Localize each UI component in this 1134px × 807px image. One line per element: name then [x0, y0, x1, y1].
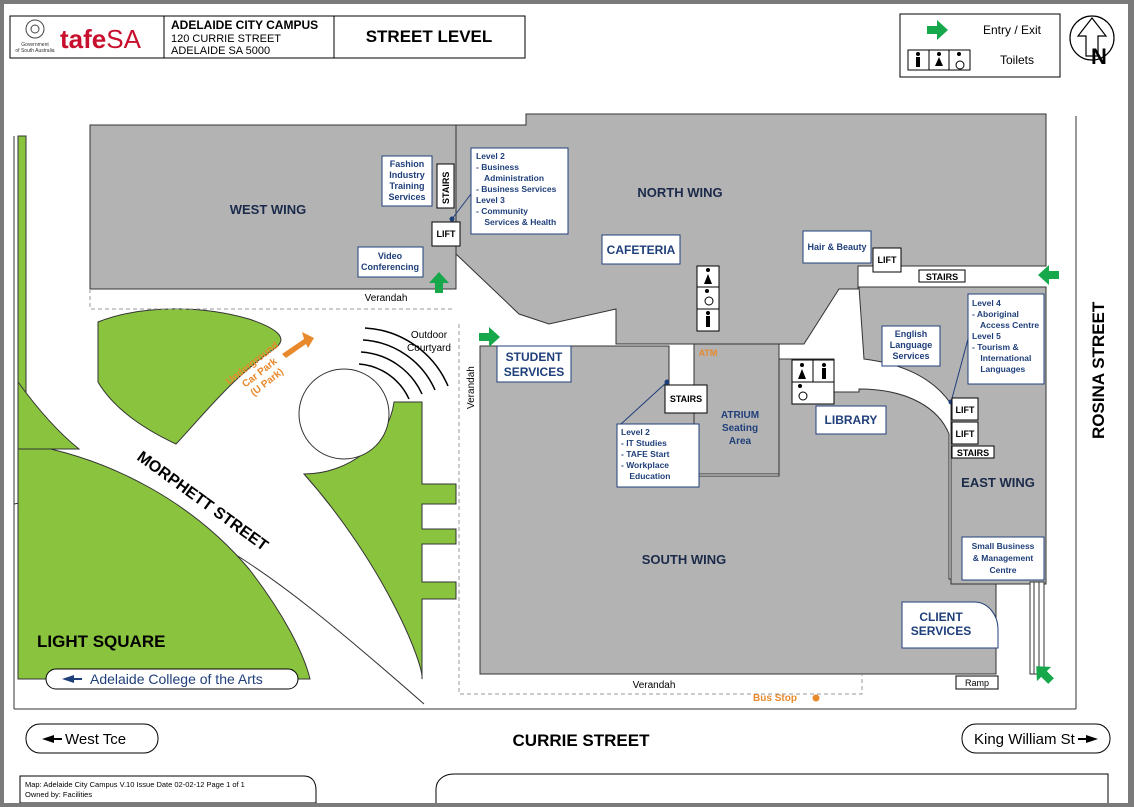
verandah-west-label: Verandah [365, 293, 408, 304]
north-toilets [696, 265, 720, 332]
svg-text:Adelaide College of the Arts: Adelaide College of the Arts [90, 671, 263, 687]
svg-text:Hair & Beauty: Hair & Beauty [807, 242, 866, 252]
north-wing-building [455, 113, 1047, 345]
currie-street-label: CURRIE STREET [513, 731, 651, 750]
south-levels-box: Level 2- IT Studies- TAFE Start- Workpla… [616, 423, 700, 488]
address-line-1: 120 CURRIE STREET [171, 33, 281, 45]
north-lift: LIFT [872, 247, 902, 273]
svg-text:CAFETERIA: CAFETERIA [607, 243, 676, 257]
footer-box [19, 775, 317, 803]
svg-text:Ramp: Ramp [965, 678, 989, 688]
south-wing-label: SOUTH WING [642, 552, 727, 567]
light-square-label: LIGHT SQUARE [37, 632, 165, 651]
svg-text:Level 2- Business Administrat: Level 2- Business Administration- Busine… [476, 151, 557, 227]
ramp-structure [1029, 581, 1045, 675]
west-levels-box: Level 2- Business Administration- Busine… [470, 147, 569, 235]
rosina-street-label: ROSINA STREET [1089, 301, 1108, 439]
west-lift: LIFT [431, 221, 461, 247]
bus-stop-label: Bus Stop [753, 693, 797, 704]
west-wing-label: WEST WING [230, 202, 307, 217]
cafeteria-box[interactable]: CAFETERIA [601, 234, 681, 265]
east-wing-label: EAST WING [961, 475, 1035, 490]
svg-text:West Tce: West Tce [65, 731, 126, 748]
svg-text:STAIRS: STAIRS [957, 448, 989, 458]
svg-text:King William St: King William St [974, 731, 1076, 748]
svg-text:STAIRS: STAIRS [441, 172, 451, 204]
gov-text-1: Government [21, 42, 49, 48]
svg-text:LIFT: LIFT [956, 405, 975, 415]
svg-text:STAIRS: STAIRS [926, 272, 958, 282]
south-toilets [791, 359, 835, 405]
atm-label: ATM [699, 348, 718, 358]
west-tce-link[interactable]: West Tce [25, 723, 159, 754]
arrow-left-icon [62, 675, 82, 683]
entry-student-arrow-icon [479, 327, 500, 347]
verandah-side-label: Verandah [466, 366, 477, 409]
north-label: N [1091, 44, 1107, 69]
courtyard-arcs [358, 327, 449, 400]
tafe-logo: tafeSA [60, 24, 142, 54]
gov-text-2: of South Australia [15, 48, 54, 54]
legend-entry-exit: Entry / Exit [983, 23, 1042, 37]
east-stairs: STAIRS [951, 445, 995, 459]
light-square-green [17, 135, 311, 680]
arrow-left-icon [42, 735, 62, 743]
east-lifts: LIFT LIFT [951, 397, 979, 445]
entry-rosina-arrow-icon [1038, 265, 1059, 285]
arrow-right-icon [1078, 735, 1098, 743]
verandah-west-dash [89, 289, 454, 310]
legend-toilets: Toilets [1000, 53, 1034, 67]
level-title: STREET LEVEL [366, 27, 493, 46]
north-wing-label: NORTH WING [637, 185, 722, 200]
king-william-link[interactable]: King William St [961, 723, 1111, 754]
college-arts-link[interactable]: Adelaide College of the Arts [45, 668, 299, 690]
footer-right-frame [435, 773, 1109, 803]
svg-text:LIFT: LIFT [956, 429, 975, 439]
west-stairs: STAIRS [436, 163, 455, 209]
footer-owned-by: Owned by: Facilities [25, 790, 92, 799]
south-stairs: STAIRS [664, 384, 708, 414]
campus-map: Government of South Australia tafeSA ADE… [9, 13, 1115, 803]
svg-text:Level 2- IT Studies- TAFE Star: Level 2- IT Studies- TAFE Start- Workpla… [621, 427, 670, 481]
verandah-south-dash [458, 324, 863, 695]
svg-text:LIBRARY: LIBRARY [825, 413, 878, 427]
footer-map-info: Map: Adelaide City Campus V.10 Issue Dat… [25, 780, 245, 789]
address-line-2: ADELAIDE SA 5000 [171, 45, 270, 57]
green-west-triangle [17, 380, 81, 450]
library-box[interactable]: LIBRARY [815, 405, 887, 435]
courtyard-roundabout [298, 368, 390, 460]
verandah-south-label: Verandah [633, 680, 676, 691]
campus-name: ADELAIDE CITY CAMPUS [171, 18, 318, 32]
car-park-arrow-icon [282, 332, 314, 358]
svg-text:LIFT: LIFT [437, 229, 456, 239]
hair-beauty-box[interactable]: Hair & Beauty [802, 230, 872, 264]
map-page: Government of South Australia tafeSA ADE… [4, 4, 1128, 803]
north-stairs: STAIRS [918, 269, 966, 283]
header-box [9, 15, 526, 59]
government-crest-icon [25, 19, 45, 39]
toilets-icon [907, 49, 971, 71]
ramp-label-box: Ramp [955, 675, 999, 690]
bus-stop-icon [812, 694, 820, 702]
north-arrow-icon [1069, 15, 1115, 61]
svg-text:LIFT: LIFT [878, 255, 897, 265]
svg-text:STAIRS: STAIRS [670, 394, 702, 404]
